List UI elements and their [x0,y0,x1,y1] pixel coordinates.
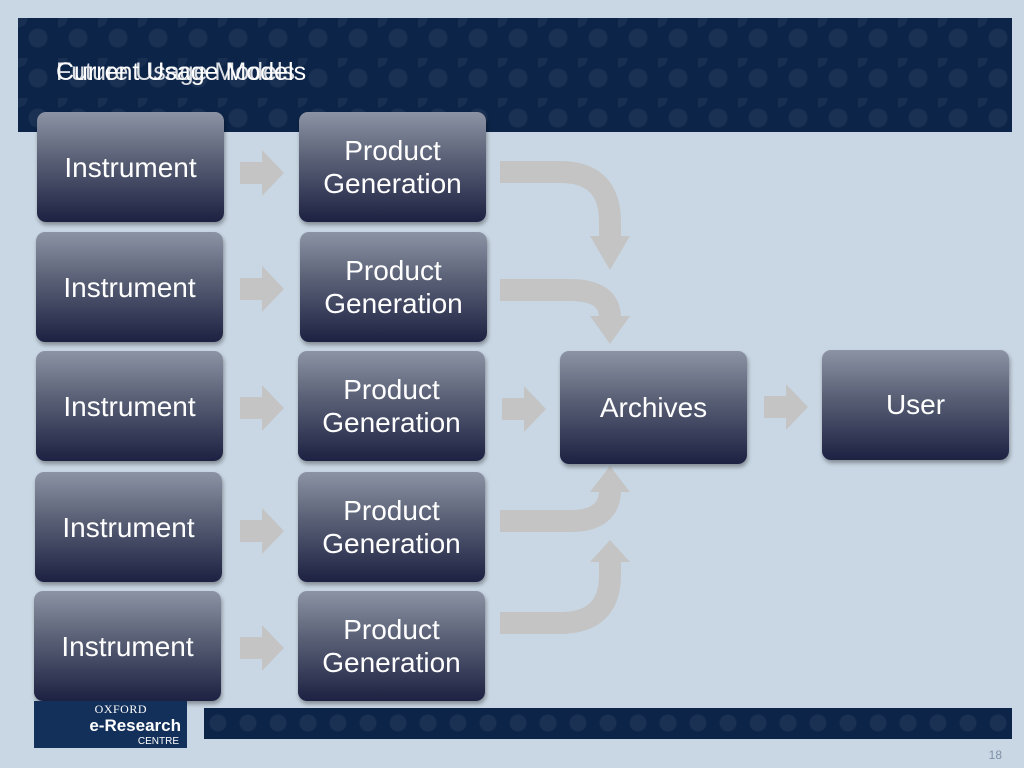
product-generation-box: Product Generation [300,232,487,342]
arrow-right-icon [240,508,284,554]
arrow-right-icon [240,625,284,671]
user-label: User [885,389,946,420]
product-label-line2: Generation [322,528,461,559]
archives-label: Archives [599,392,708,423]
product-label-line1: Product [345,255,442,286]
instrument-box: Instrument [36,232,223,342]
user-box: User [822,350,1009,460]
connector-arrowhead-1 [590,236,630,270]
instrument-label: Instrument [61,630,194,662]
product-generation-box: Product Generation [298,351,485,461]
instrument-box: Instrument [37,112,224,222]
product-label-line2: Generation [323,168,462,199]
product-generation-box: Product Generation [298,591,485,701]
instrument-box: Instrument [34,591,221,701]
instrument-label: Instrument [63,390,196,422]
logo-line-eresearch: e-Research [89,716,181,735]
logo-line-centre: CENTRE [137,736,179,747]
arrow-right-icon [240,385,284,431]
product-label-line2: Generation [324,288,463,319]
product-generation-box: Product Generation [298,472,485,582]
instrument-box: Instrument [35,472,222,582]
title-layer-current: Current Usage Models [56,58,307,86]
connector-row-4 [500,489,621,532]
connector-row-1 [500,161,621,238]
product-label-line2: Generation [322,407,461,438]
page-number: 18 [988,748,1002,762]
oxford-eresearch-logo: OXFORD e-Research CENTRE [34,701,187,748]
instrument-label: Instrument [62,511,195,543]
product-label-line1: Product [343,614,440,645]
product-label-line2: Generation [322,647,461,678]
instrument-label: Instrument [63,271,196,303]
connector-arrowhead-4 [590,466,630,492]
logo-line-oxford: OXFORD [94,702,147,716]
footer-band [204,708,1012,739]
arrow-right-icon [240,150,284,196]
product-label-line1: Product [344,135,441,166]
connector-row-5 [500,560,621,634]
product-label-line1: Product [343,495,440,526]
connector-arrowhead-2 [590,316,630,344]
archives-box: Archives [560,351,747,464]
instrument-label: Instrument [64,151,197,183]
product-generation-box: Product Generation [299,112,486,222]
instrument-box: Instrument [36,351,223,461]
connector-arrowhead-5 [590,540,630,562]
arrow-right-icon [240,266,284,312]
arrow-right-icon [502,386,546,432]
product-label-line1: Product [343,374,440,405]
connector-row-2 [500,279,621,319]
title-layer-future: Future Usage Models [56,58,296,86]
arrow-right-icon [764,384,808,430]
